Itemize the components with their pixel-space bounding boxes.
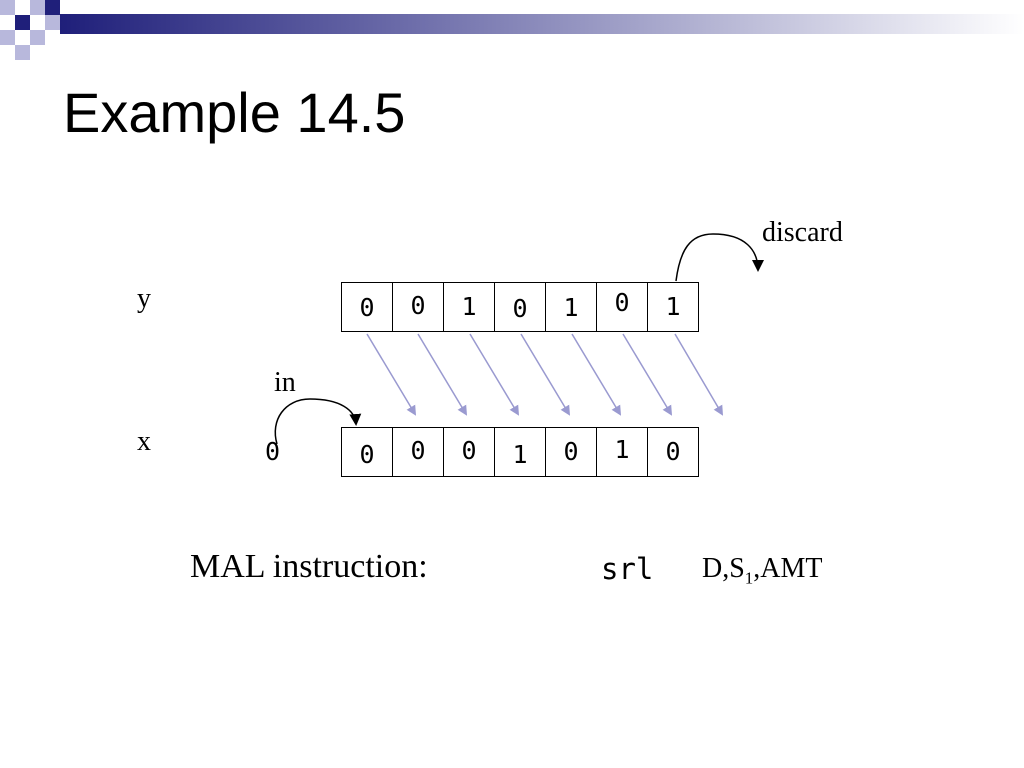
y-register-label: y <box>137 283 151 314</box>
x-register-label: x <box>137 426 151 457</box>
mal-arg-sub: 1 <box>744 568 754 588</box>
x-bit-value: 0 <box>665 437 681 466</box>
x-bit-cell: 0 <box>342 427 393 477</box>
in-label: in <box>274 367 296 398</box>
shift-arrow <box>520 333 571 416</box>
y-bit-cell: 0 <box>342 282 393 332</box>
y-bit-value: 0 <box>359 293 375 322</box>
x-bit-cell: 0 <box>444 427 495 477</box>
y-bit-value: 1 <box>461 292 477 321</box>
shift-arrow <box>417 333 468 416</box>
y-register: 0 0 1 0 1 0 1 <box>341 282 699 332</box>
x-bit-value: 0 <box>563 437 579 466</box>
shift-arrow <box>674 333 724 416</box>
x-bit-cell: 0 <box>648 427 699 477</box>
x-bit-cell: 0 <box>393 427 444 477</box>
slide-title: Example 14.5 <box>63 81 406 144</box>
x-bit-value: 1 <box>512 440 528 469</box>
y-bit-cell: 1 <box>444 282 495 332</box>
mal-arguments: D,S1,AMT <box>702 552 823 596</box>
y-bit-value: 1 <box>563 293 579 322</box>
x-bit-cell: 1 <box>597 427 648 477</box>
x-bit-cell: 0 <box>546 427 597 477</box>
y-bit-cell: 0 <box>393 282 444 332</box>
x-bit-value: 0 <box>359 440 375 469</box>
mal-arg-d: D,S <box>702 553 745 584</box>
y-bit-value: 0 <box>512 294 528 323</box>
discard-label: discard <box>762 217 843 248</box>
y-bit-cell: 1 <box>546 282 597 332</box>
mal-arg-rest: ,AMT <box>753 553 823 584</box>
y-bit-cell: 0 <box>597 282 648 332</box>
shifted-in-bit: 0 <box>265 437 281 466</box>
shift-arrow <box>622 333 673 416</box>
mal-opcode: srl <box>601 552 654 586</box>
x-register: 0 0 0 1 0 1 0 <box>341 427 699 477</box>
y-bit-value: 0 <box>410 291 426 320</box>
x-bit-value: 0 <box>410 436 426 465</box>
x-bit-value: 0 <box>461 436 477 465</box>
y-bit-cell: 1 <box>648 282 699 332</box>
shift-arrow <box>571 333 622 416</box>
discard-arrow <box>675 233 764 282</box>
mal-instruction-label: MAL instruction: <box>190 548 428 585</box>
x-bit-value: 1 <box>614 435 630 464</box>
x-bit-cell: 1 <box>495 427 546 477</box>
y-bit-value: 1 <box>665 292 681 321</box>
shift-arrow <box>469 333 520 416</box>
header-band <box>0 0 1024 60</box>
y-bit-value: 0 <box>614 288 630 317</box>
shift-arrow <box>366 333 417 416</box>
y-bit-cell: 0 <box>495 282 546 332</box>
